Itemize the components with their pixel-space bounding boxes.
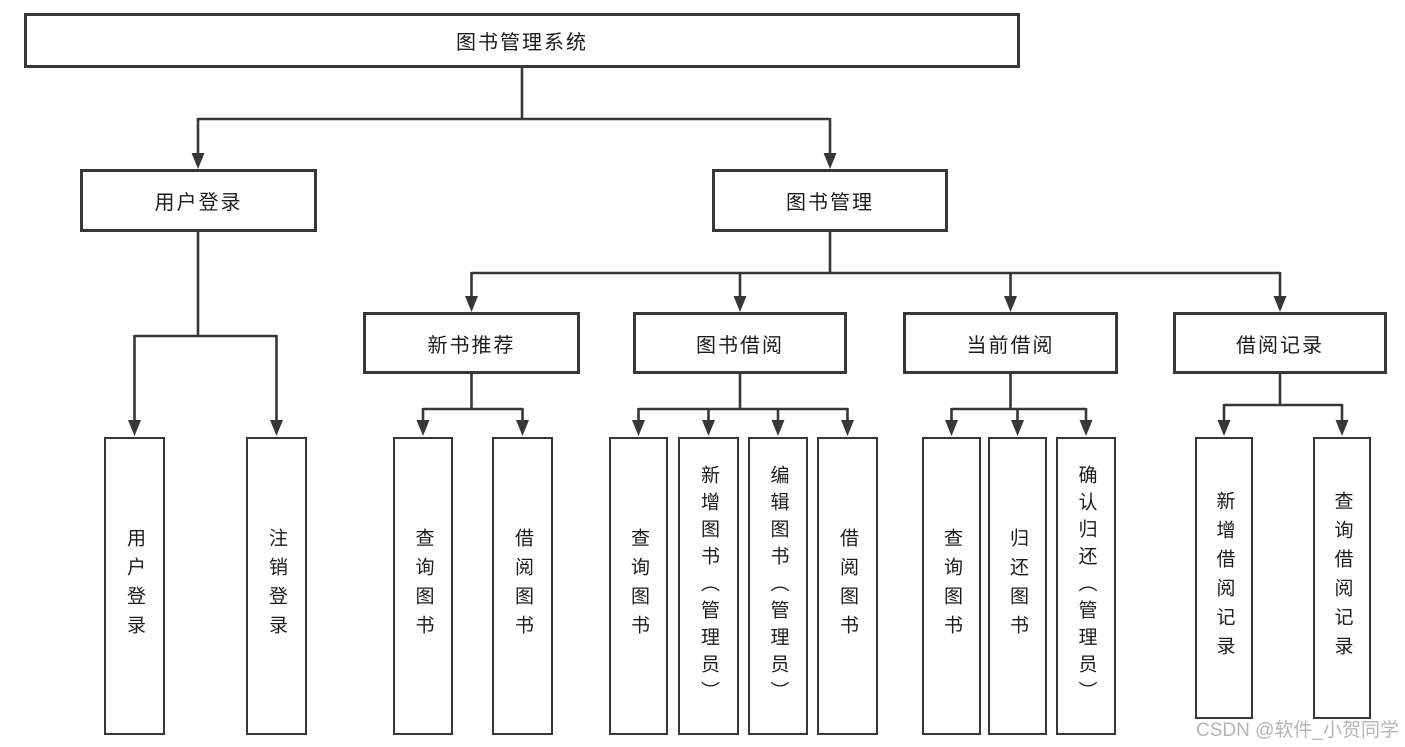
leaf-query-borrow-record: 查询借阅记录 [1313,437,1371,719]
leaf-query-books-borrow: 查询图书 [609,437,668,735]
leaf-add-borrow-record: 新增借阅记录 [1195,437,1253,719]
node-new-book-recommend: 新书推荐 [363,312,580,374]
leaf-query-books-current: 查询图书 [922,437,981,735]
leaf-add-book-admin: 新增图书（管理员） [678,437,739,735]
csdn-watermark: CSDN @软件_小贺同学 [1196,720,1399,741]
node-user-login: 用户登录 [80,169,317,232]
node-book-management: 图书管理 [712,169,948,232]
leaf-confirm-return-admin: 确认归还（管理员） [1056,437,1116,735]
node-book-borrow: 图书借阅 [633,312,847,374]
leaf-logout: 注销登录 [246,437,307,735]
leaf-borrow-books-recommend: 借阅图书 [492,437,553,735]
leaf-user-login: 用户登录 [104,437,165,735]
node-current-borrow: 当前借阅 [903,312,1118,374]
leaf-return-books: 归还图书 [988,437,1047,735]
leaf-edit-book-admin: 编辑图书（管理员） [748,437,808,735]
leaf-query-books-recommend: 查询图书 [393,437,453,735]
node-borrow-records: 借阅记录 [1173,312,1387,374]
leaf-borrow-books: 借阅图书 [817,437,878,735]
node-library-system: 图书管理系统 [24,13,1020,68]
